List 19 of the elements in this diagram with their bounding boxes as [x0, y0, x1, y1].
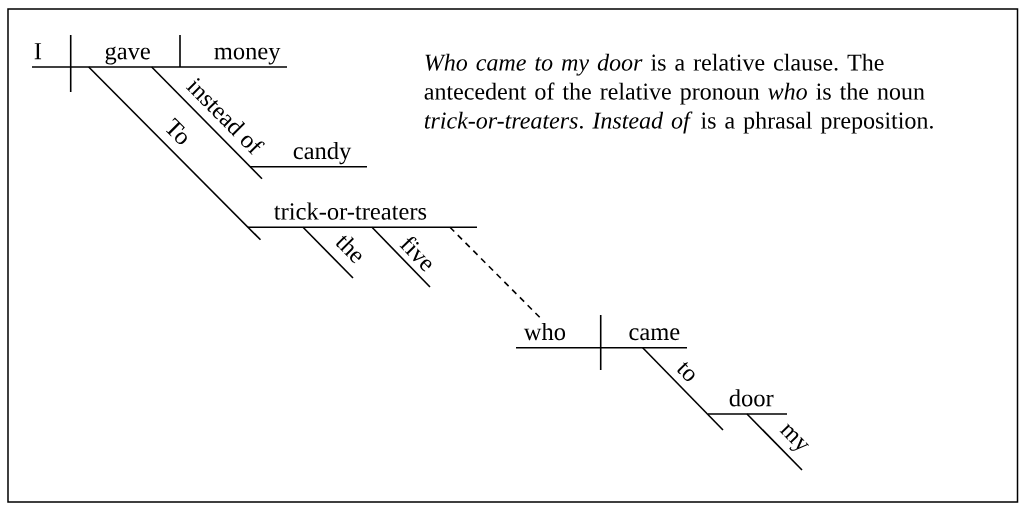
slanted-line	[150, 66, 263, 180]
slanted-line	[302, 226, 354, 279]
word-on-line: came	[599, 328, 688, 349]
word-on-line: gave	[69, 46, 181, 68]
slanted-line	[87, 66, 262, 241]
edge-label: to	[677, 362, 695, 381]
edge-label: the	[336, 235, 362, 264]
slanted-line	[641, 346, 724, 431]
word-on-line: money	[179, 47, 288, 68]
word-on-line: door	[707, 389, 788, 415]
edge-label: my	[779, 423, 810, 451]
word-on-line: who	[515, 322, 602, 349]
word-on-line: trick-or-treaters	[247, 202, 478, 229]
word-on-line: I	[31, 43, 72, 68]
note-paragraph: Who came to my door is a relative clause. The antecedent of the relative pronoun who is the noun trick-or-treaters. Instead of is a phrasal preposition.	[424, 53, 933, 134]
edge-label: To	[165, 117, 187, 145]
slanted-line	[371, 226, 431, 288]
edge-label: five	[399, 237, 432, 272]
slanted-line	[746, 413, 803, 471]
